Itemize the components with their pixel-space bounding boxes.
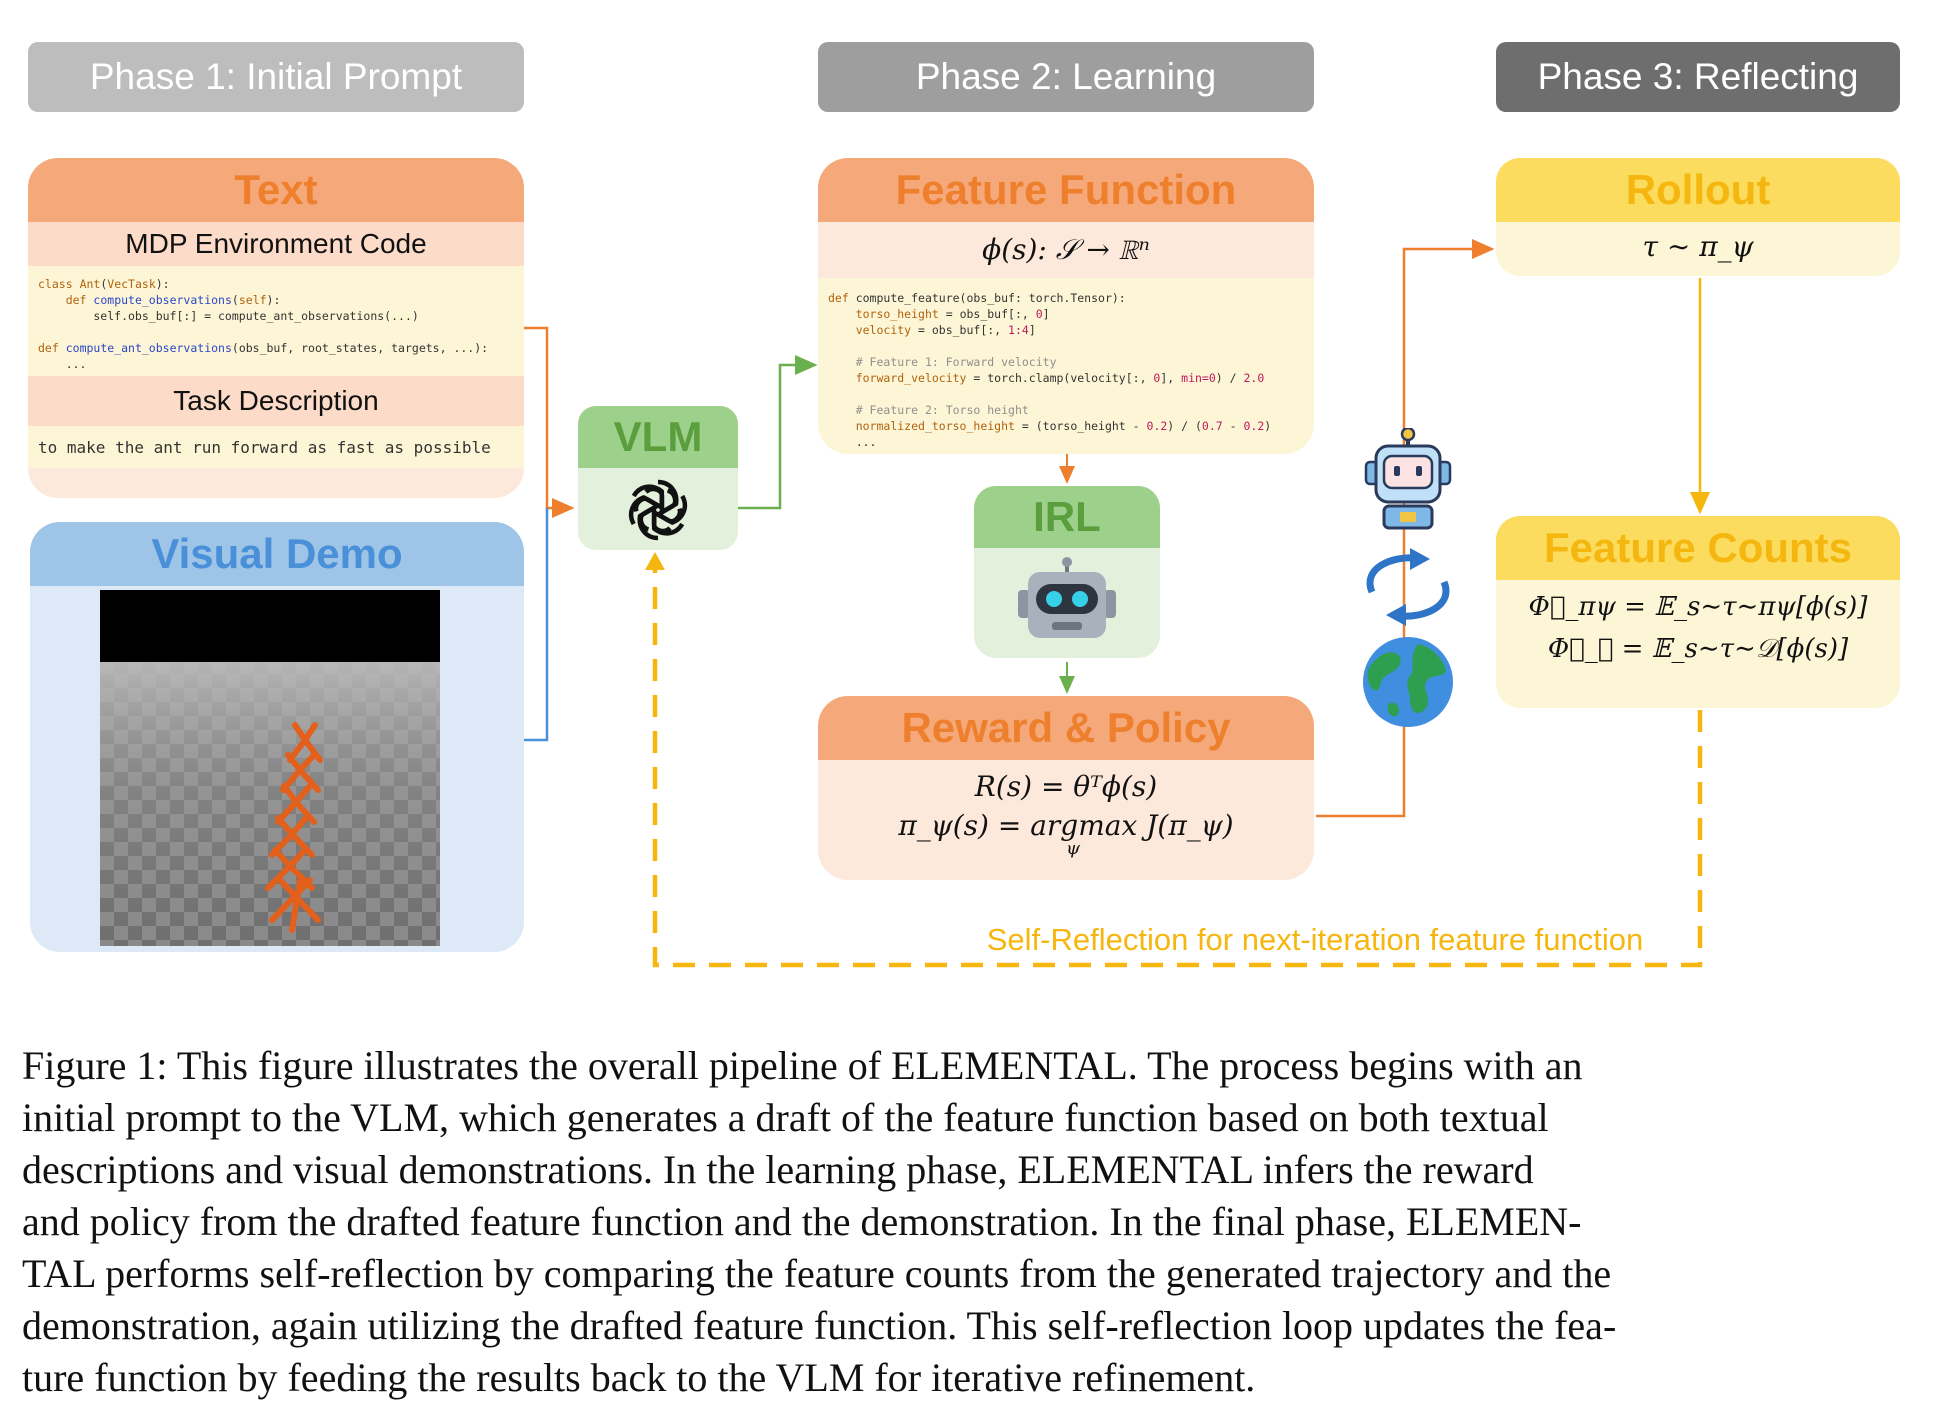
- self-reflection-label: Self-Reflection for next-iteration featu…: [986, 922, 1644, 957]
- rollout-equation: τ ∼ π_ψ: [1642, 230, 1754, 263]
- feature-code-line: normalized_torso_height = (torso_height …: [855, 419, 1272, 433]
- self-reflection-loop: [652, 562, 1703, 968]
- earth-globe-icon: [1363, 637, 1453, 727]
- phase-2-banner: Phase 2: Learning: [818, 42, 1314, 112]
- connector-layer: [524, 239, 1710, 968]
- ant-demo-render: [100, 590, 440, 946]
- vlm-box: VLM: [578, 406, 738, 550]
- policy-equation-subscript: ψ: [1065, 838, 1081, 859]
- caption-line: ture function by feeding the results bac…: [22, 1355, 1256, 1400]
- caption-line: and policy from the drafted feature func…: [22, 1199, 1582, 1244]
- vlm-to-feature-arrow: [738, 355, 818, 510]
- feature-code-line: def compute_feature(obs_buf: torch.Tenso…: [828, 291, 1126, 305]
- visual-demo-title: Visual Demo: [30, 522, 524, 586]
- caption-line: descriptions and visual demonstrations. …: [22, 1147, 1534, 1192]
- phase-1-banner: Phase 1: Initial Prompt: [28, 42, 524, 112]
- vlm-title: VLM: [578, 406, 738, 468]
- feature-code-line: torso_height = obs_buf[:, 0]: [855, 307, 1050, 321]
- text-card: Text MDP Environment Code class Ant(VecT…: [28, 158, 524, 498]
- feature-code-block: def compute_feature(obs_buf: torch.Tenso…: [818, 278, 1314, 454]
- task-description-label: Task Description: [28, 376, 524, 426]
- policy-equation: π_ψ(s) = argmax J(π_ψ): [898, 809, 1234, 842]
- reward-policy-title: Reward & Policy: [818, 696, 1314, 760]
- demo-to-vlm-line: [524, 508, 549, 742]
- env-code-block: class Ant(VecTask): def compute_observat…: [28, 266, 524, 376]
- policy-feature-counts-eq: Φ⃗_πψ = 𝔼_s∼τ∼πψ[ϕ(s)]: [1528, 592, 1868, 622]
- irl-box: IRL: [974, 486, 1160, 658]
- phase-3-banner: Phase 3: Reflecting: [1496, 42, 1900, 112]
- feature-function-signature: ϕ(s): 𝒮 → ℝⁿ: [818, 222, 1314, 278]
- irl-title: IRL: [974, 486, 1160, 548]
- ant-robot-trail: [265, 722, 323, 933]
- caption-line: Figure 1: This figure illustrates the ov…: [22, 1043, 1583, 1088]
- env-code-line: def compute_ant_observations(obs_buf, ro…: [38, 341, 489, 355]
- text-card-title: Text: [28, 158, 524, 222]
- env-code-line: class Ant(VecTask):: [38, 277, 170, 291]
- robot-icon: [1018, 557, 1116, 638]
- env-code-line: ...: [38, 357, 87, 371]
- feature-code-line: ...: [828, 435, 877, 449]
- env-code-line: def compute_observations(self):: [65, 293, 281, 307]
- feature-code-line: forward_velocity = torch.clamp(velocity[…: [855, 371, 1265, 385]
- rollout-card: Rollout τ ∼ π_ψ: [1496, 158, 1900, 276]
- feature-code-line: # Feature 1: Forward velocity: [855, 355, 1057, 369]
- feature-counts-card: Feature Counts Φ⃗_πψ = 𝔼_s∼τ∼πψ[ϕ(s)] Φ⃗…: [1496, 516, 1900, 708]
- env-code-label: MDP Environment Code: [28, 222, 524, 266]
- figure-caption: Figure 1: This figure illustrates the ov…: [22, 1040, 1922, 1404]
- feature-function-title: Feature Function: [818, 158, 1314, 222]
- demo-feature-counts-eq: Φ⃗_𝒟 = 𝔼_s∼τ∼𝒟[ϕ(s)]: [1547, 634, 1849, 664]
- interaction-cycle-icon: [1366, 548, 1450, 626]
- feature-code-line: # Feature 2: Torso height: [855, 403, 1029, 417]
- openai-logo-icon: [622, 474, 694, 546]
- reward-to-rollout-arrow: [1316, 239, 1495, 818]
- reward-policy-card: Reward & Policy R(s) = θᵀϕ(s) π_ψ(s) = a…: [818, 696, 1314, 880]
- caption-line: initial prompt to the VLM, which generat…: [22, 1095, 1549, 1140]
- feature-function-card: Feature Function ϕ(s): 𝒮 → ℝⁿ def comput…: [818, 158, 1314, 454]
- caption-line: demonstration, again utilizing the draft…: [22, 1303, 1617, 1348]
- text-to-vlm-arrow: [524, 326, 575, 518]
- feature-code-line: velocity = obs_buf[:, 1:4]: [855, 323, 1036, 337]
- task-description-text: to make the ant run forward as fast as p…: [28, 426, 524, 468]
- feature-code-line: [828, 386, 1304, 402]
- agent-robot-icon: [1364, 428, 1452, 530]
- loop-arrowhead: [645, 552, 665, 570]
- feature-code-line: [828, 338, 1304, 354]
- caption-line: TAL performs self-reflection by comparin…: [22, 1251, 1612, 1296]
- rollout-title: Rollout: [1496, 158, 1900, 222]
- feature-counts-title: Feature Counts: [1496, 516, 1900, 580]
- env-code-line: self.obs_buf[:] = compute_ant_observatio…: [38, 309, 419, 323]
- env-code-line: [38, 324, 514, 340]
- reward-equation: R(s) = θᵀϕ(s): [974, 770, 1158, 803]
